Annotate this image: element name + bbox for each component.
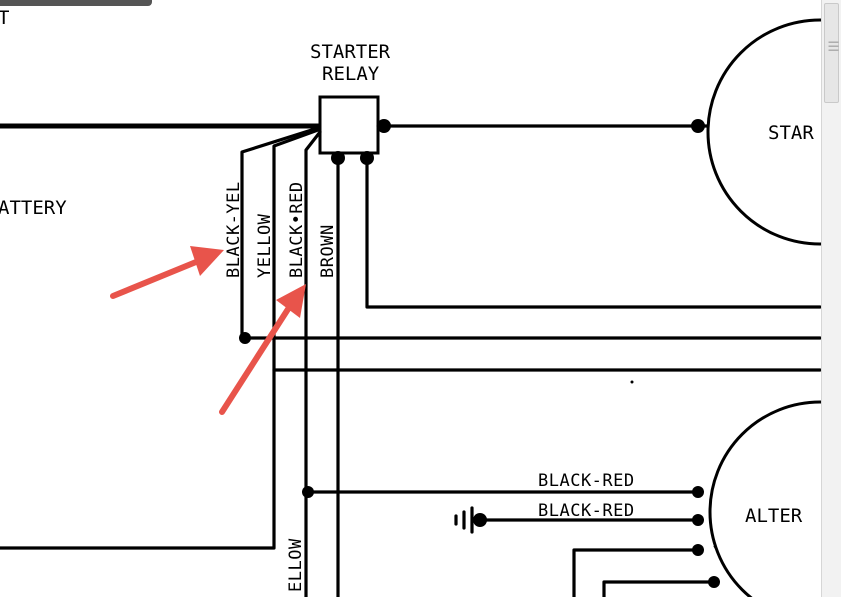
alternator-terminal-3 [692, 544, 704, 556]
black-yel-junction [239, 332, 251, 344]
black-red-wire-1-label: BLACK-RED [538, 471, 635, 491]
lower-wire-1 [572, 548, 700, 597]
lower-wire-2 [602, 580, 716, 597]
starter-relay-label-line2: RELAY [322, 63, 380, 85]
scrollbar-grip-icon: ——— [828, 35, 839, 56]
speck [630, 380, 634, 384]
yellow-wire [0, 128, 320, 550]
alternator-terminal-2 [692, 514, 704, 526]
relay-bottom-right-wire [365, 156, 822, 309]
arrow-to-black-red [219, 284, 306, 415]
top-left-label: T [0, 7, 9, 29]
battery-label: ATTERY [0, 197, 67, 219]
arrow-to-black-yel [110, 246, 224, 299]
ground-icon [454, 506, 474, 534]
ground-junction [473, 513, 487, 527]
alternator-terminal-1 [692, 486, 704, 498]
black-yel-wire [240, 126, 320, 340]
yellow-wire-label: YELLOW [255, 213, 275, 278]
alternator-label: ALTER [745, 505, 803, 527]
black-red-junction [302, 486, 314, 498]
window-top-edge [0, 0, 152, 6]
starter-terminal-dot [691, 119, 705, 133]
starter-relay-label-line1: STARTER [310, 41, 391, 63]
black-yel-wire-label: BLACK-YEL [224, 181, 244, 278]
scrollbar-thumb[interactable]: ——— [824, 3, 839, 103]
vertical-scrollbar[interactable]: ——— [821, 0, 841, 597]
yellow-bottom-wire-label: ELLOW [286, 538, 306, 592]
starter-motor-label: STAR [768, 122, 814, 144]
alternator-tick [713, 545, 719, 553]
relay-right-terminal [377, 119, 391, 133]
black-red-vertical-wire [304, 130, 322, 597]
starter-motor-circle [706, 18, 841, 246]
black-red-vertical-wire-label: BLACK•RED [287, 181, 307, 278]
starter-relay-box [318, 95, 380, 155]
brown-wire-label: BROWN [318, 224, 338, 278]
black-red-wire-2-label: BLACK-RED [538, 501, 635, 521]
alternator-circle [708, 400, 841, 597]
alternator-terminal-4 [708, 576, 720, 588]
